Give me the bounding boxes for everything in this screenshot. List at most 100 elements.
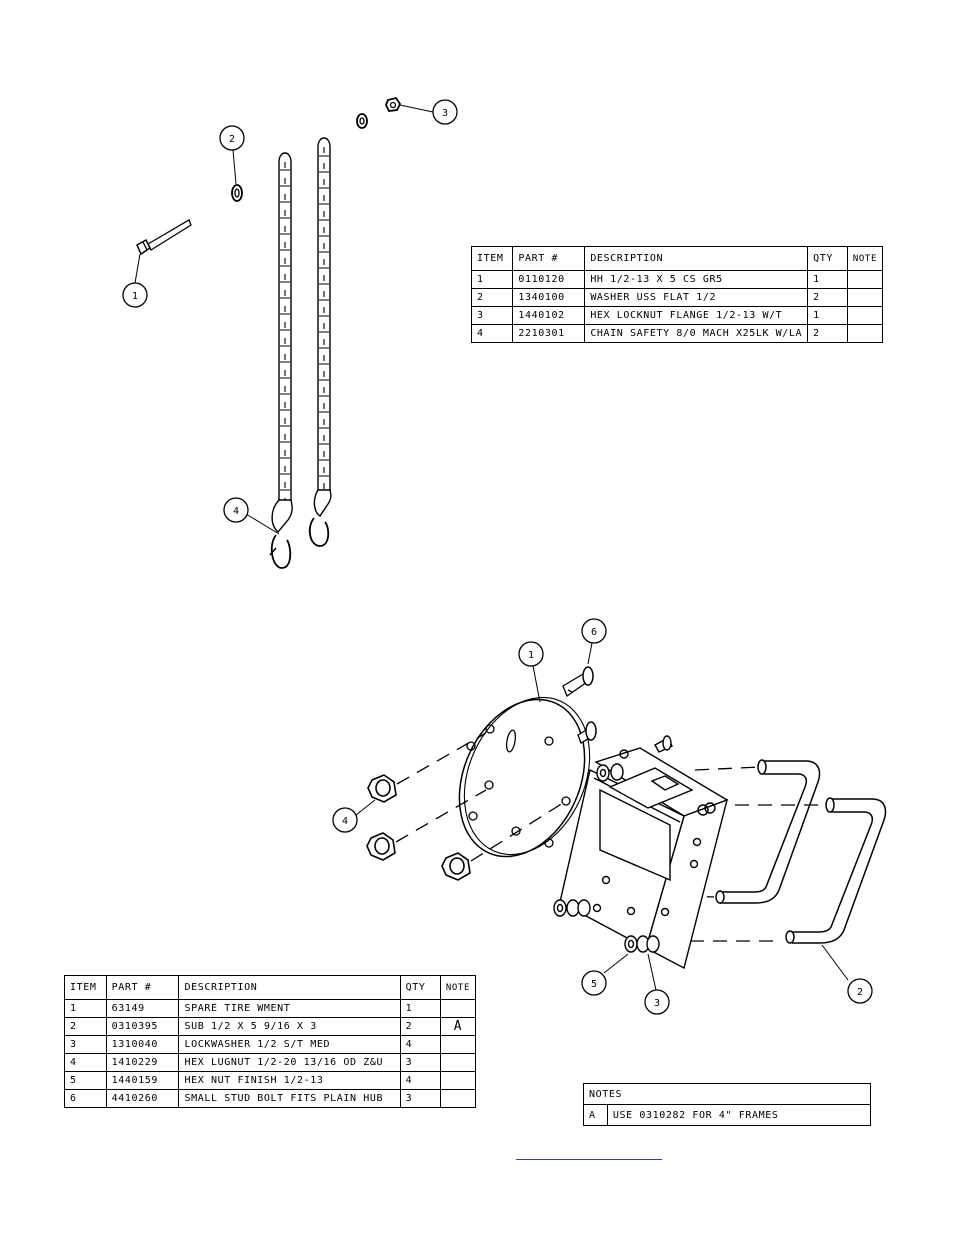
cell [846,324,884,343]
cell: 5 [64,1071,107,1090]
cell [439,1089,477,1108]
notes-header: NOTES [583,1083,871,1105]
cell: 3 [399,1089,441,1108]
note-reference: A [439,1017,477,1036]
table-row: 3 1440102 HEX LOCKNUT FLANGE 1/2-13 W/T … [470,306,884,325]
table-row: 6 4410260 SMALL STUD BOLT FITS PLAIN HUB… [64,1089,477,1108]
col-item: ITEM [470,246,514,271]
table-row: 1 0110120 HH 1/2-13 X 5 CS GR5 1 [470,270,884,289]
cell: 6 [64,1089,107,1108]
table-row: 4 1410229 HEX LUGNUT 1/2-20 13/16 OD Z&U… [64,1053,477,1072]
hex-nut-stack [553,763,660,953]
col-item: ITEM [64,975,107,1000]
note-letter: A [583,1104,608,1126]
cell: 1340100 [512,288,586,307]
cell: 2 [807,324,848,343]
callout-label: 2 [857,987,863,998]
col-part: PART # [512,246,586,271]
cell: HEX LUGNUT 1/2-20 13/16 OD Z&U [178,1053,401,1072]
col-qty: QTY [399,975,441,1000]
table-row: 2 1340100 WASHER USS FLAT 1/2 2 [470,288,884,307]
stud-bolt [562,666,594,698]
col-qty: QTY [807,246,848,271]
table-header-row: ITEM PART # DESCRIPTION QTY NOTE [470,246,884,271]
callout-label: 3 [654,998,660,1009]
callout-bubble-3-top [432,99,458,125]
cell: 1 [64,999,107,1018]
callout-bubble-2-top [219,125,245,151]
cell [439,1053,477,1072]
u-bolt [715,759,887,944]
flat-washer [231,184,243,202]
cell: 63149 [105,999,180,1018]
washer-small [356,113,368,129]
callout-bubble-4-bottom [332,807,358,833]
cell: SMALL STUD BOLT FITS PLAIN HUB [178,1089,401,1108]
notes-header-row: NOTES [583,1083,871,1105]
hex-locknut [385,96,402,112]
callout-bubble-5-bottom [581,970,607,996]
callout-label: 6 [591,627,597,638]
callout-label: 5 [591,979,597,990]
hyperlink-underline[interactable] [516,1159,662,1160]
cell: 2 [399,1017,441,1036]
callout-label: 1 [132,291,138,302]
col-part: PART # [105,975,180,1000]
cell: HH 1/2-13 X 5 CS GR5 [584,270,809,289]
safety-chain-left [269,152,293,569]
hex-lugnut [366,774,471,881]
callout-label: 4 [342,816,348,827]
callout-bubble-3-bottom [644,989,670,1015]
cell [439,999,477,1018]
parts-table-spare-tire: ITEM PART # DESCRIPTION QTY NOTE 1 63149… [64,975,477,1108]
cell: LOCKWASHER 1/2 S/T MED [178,1035,401,1054]
cell: 3 [470,306,514,325]
cell: 4 [470,324,514,343]
callout-bubble-4-top [223,497,249,523]
cell: 1440159 [105,1071,180,1090]
parts-table-chains: ITEM PART # DESCRIPTION QTY NOTE 1 01101… [470,246,884,343]
hex-bolt [136,219,192,256]
cell: 4 [399,1071,441,1090]
cell: 2 [807,288,848,307]
cell [846,288,884,307]
col-description: DESCRIPTION [178,975,401,1000]
cell: 0310395 [105,1017,180,1036]
cell [439,1035,477,1054]
cell: CHAIN SAFETY 8/0 MACH X25LK W/LA [584,324,809,343]
cell: 4 [64,1053,107,1072]
note-text: USE 0310282 FOR 4" FRAMES [606,1104,872,1126]
cell: HEX NUT FINISH 1/2-13 [178,1071,401,1090]
cell: SUB 1/2 X 5 9/16 X 3 [178,1017,401,1036]
stud-bolt-2 [577,721,597,744]
table-row: 3 1310040 LOCKWASHER 1/2 S/T MED 4 [64,1035,477,1054]
cell: 1440102 [512,306,586,325]
cell: 1 [807,306,848,325]
callout-label: 4 [233,506,239,517]
table-header-row: ITEM PART # DESCRIPTION QTY NOTE [64,975,477,1000]
cell: 4 [399,1035,441,1054]
mount-bracket [559,735,729,970]
cell [846,306,884,325]
cell: 1 [399,999,441,1018]
callout-label: 3 [442,108,448,119]
cell: 3 [399,1053,441,1072]
cell: 4410260 [105,1089,180,1108]
callout-bubble-6-bottom [581,618,607,644]
cell: 1 [807,270,848,289]
col-note: NOTE [439,975,477,1000]
col-note: NOTE [846,246,884,271]
cell [439,1071,477,1090]
notes-table: NOTES A USE 0310282 FOR 4" FRAMES [583,1083,872,1126]
cell: 2210301 [512,324,586,343]
cell: 0110120 [512,270,586,289]
cell: 1310040 [105,1035,180,1054]
callout-bubble-1-bottom [518,641,544,667]
callout-bubble-2-bottom [847,978,873,1004]
cell: SPARE TIRE WMENT [178,999,401,1018]
cell: 1410229 [105,1053,180,1072]
cell: 3 [64,1035,107,1054]
cell: WASHER USS FLAT 1/2 [584,288,809,307]
callout-label: 2 [229,134,235,145]
